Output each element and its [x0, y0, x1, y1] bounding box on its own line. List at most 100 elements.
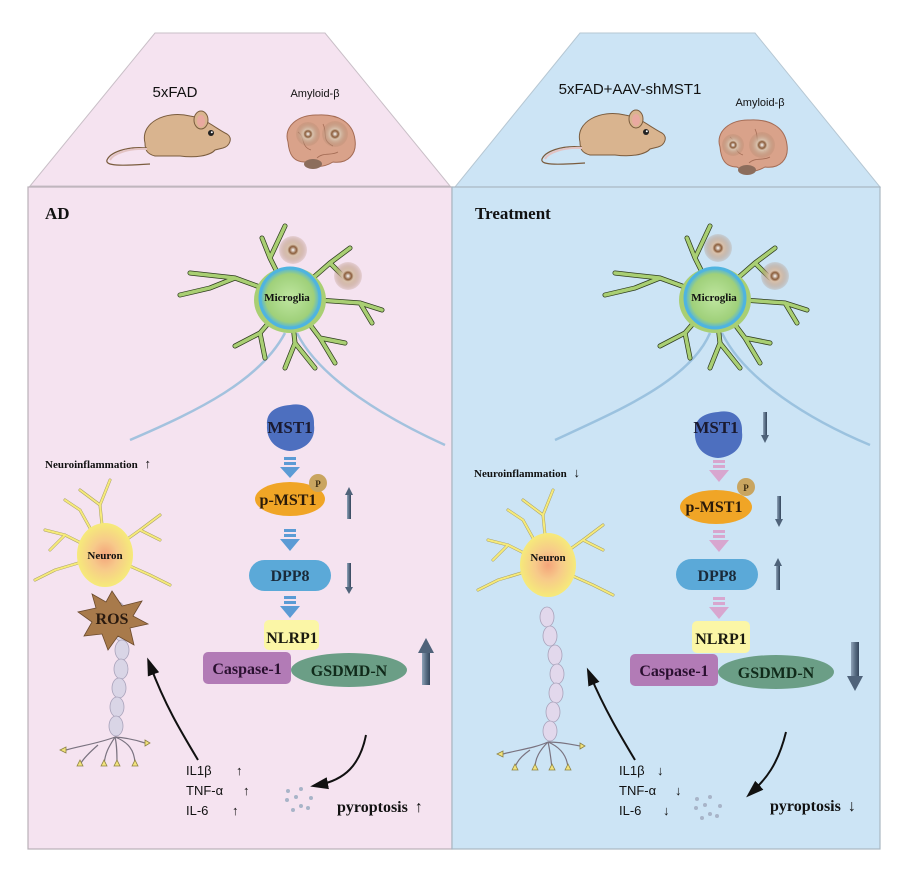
- dpp8-pill: [249, 560, 331, 591]
- ad-feedback-arrow: [147, 657, 199, 761]
- ad-amyloid-label: Amyloid-β: [290, 88, 339, 100]
- ad-cone-left: [129, 332, 287, 442]
- treatment-main-panel: [451, 186, 881, 850]
- treatment-mst1-label: MST1: [693, 418, 738, 437]
- ad-dpp8-trend-down-icon: [345, 563, 353, 594]
- treatment-panel: 5xFAD+AAV-shMST1 Amyloid-β Treatment: [451, 32, 882, 850]
- trend-arrow-icon: ↑: [236, 763, 243, 778]
- flow-arrow-icon: [280, 457, 300, 478]
- ad-cone-right: [295, 332, 446, 447]
- caspase1-box: [630, 654, 718, 686]
- p-mst1-oval: [255, 482, 325, 516]
- treatment-gsdmd-trend-down-icon: [847, 642, 863, 691]
- flow-arrow-icon: [280, 596, 300, 618]
- flow-arrow-icon: [709, 460, 729, 482]
- ad-neuron-label: Neuron: [87, 550, 122, 562]
- trend-arrow-icon: ↓: [675, 783, 682, 798]
- ros-label: ROS: [96, 611, 129, 628]
- treatment-top-trapezoid: [453, 32, 882, 188]
- phospho-icon: [309, 474, 327, 492]
- ad-nlrp1-label: NLRP1: [266, 630, 318, 647]
- treatment-release-arrow: [746, 731, 787, 798]
- treatment-dpp8-trend-up-icon: [774, 558, 782, 590]
- mst1-blob: [266, 404, 315, 451]
- treatment-pyroptosis-label: pyroptosis ↓: [770, 798, 856, 815]
- treatment-mst1-trend-down-icon: [761, 412, 769, 443]
- ad-gsdmd-label: GSDMD-N: [311, 663, 388, 680]
- treatment-microglia: [602, 223, 810, 371]
- nlrp1-box: [692, 621, 750, 653]
- ad-microglia: [177, 223, 385, 371]
- ad-panel: 5xFAD Amyloid-β AD: [27, 32, 453, 850]
- treatment-feedback-arrow: [586, 667, 636, 761]
- amyloid-plaque-icon: [761, 262, 789, 290]
- ad-neuron: [33, 478, 172, 587]
- treatment-neuron-label: Neuron: [530, 552, 565, 564]
- cytokine-item: TNF-α↓: [619, 783, 682, 798]
- treatment-caspase1-label: Caspase-1: [639, 663, 708, 680]
- trend-arrow-icon: ↓: [657, 763, 664, 778]
- treatment-axon: [539, 606, 565, 742]
- ad-neuroinflammation-label: Neuroinflammation ↑: [45, 456, 151, 471]
- treatment-nlrp1-label: NLRP1: [695, 631, 747, 648]
- mst1-blob: [694, 411, 743, 458]
- ad-top-trapezoid: [28, 32, 452, 187]
- cytokine-item: IL1β↓: [619, 763, 664, 778]
- cytokine-item: IL-6↓: [619, 803, 670, 818]
- ad-microglia-label: Microglia: [264, 292, 310, 304]
- brain-icon: [286, 114, 356, 169]
- brain-icon: [718, 119, 788, 175]
- treatment-pathway: MST1 P p-MST1 DPP8: [630, 411, 834, 689]
- ad-model-label: 5xFAD: [152, 84, 197, 101]
- ad-gsdmd-trend-up-icon: [418, 638, 434, 685]
- treatment-cytokine-list: IL1β↓ TNF-α↓ IL-6↓: [619, 763, 682, 818]
- ros-burst-icon: [77, 590, 150, 651]
- trend-arrow-icon: ↑: [144, 456, 151, 471]
- nlrp1-box: [264, 620, 319, 650]
- trend-arrow-icon: ↑: [243, 783, 250, 798]
- amyloid-plaque-icon: [704, 234, 732, 262]
- ad-cytokine-list: IL1β↑ TNF-α↑ IL-6↑: [186, 763, 250, 818]
- treatment-p-mst1-label: p-MST1: [686, 499, 743, 516]
- ad-pathway: MST1 P p-MST1 DPP8: [203, 404, 407, 687]
- treatment-neuron: [476, 488, 615, 597]
- trend-arrow-icon: ↓: [663, 803, 670, 818]
- ad-p-mst1-trend-up-icon: [345, 487, 353, 519]
- treatment-phospho-label: P: [743, 483, 749, 493]
- amyloid-plaque-icon: [279, 236, 307, 264]
- ad-cytokine-particles: [285, 787, 313, 812]
- treatment-cone-left: [554, 332, 712, 442]
- trend-arrow-icon: ↓: [848, 798, 856, 815]
- amyloid-plaque-icon: [334, 262, 362, 290]
- gsdmd-oval: [291, 653, 407, 687]
- ad-phospho-label: P: [315, 479, 321, 489]
- ad-mst1-label: MST1: [267, 418, 312, 437]
- p-mst1-oval: [680, 490, 752, 524]
- caspase1-box: [203, 652, 291, 684]
- treatment-neuroinflammation-label: Neuroinflammation ↓: [474, 465, 580, 480]
- treatment-cone-right: [720, 332, 871, 447]
- ad-caspase1-label: Caspase-1: [212, 661, 281, 678]
- gsdmd-oval: [718, 655, 834, 689]
- treatment-p-mst1-trend-down-icon: [775, 496, 783, 527]
- ad-release-arrow: [310, 734, 367, 790]
- flow-arrow-icon: [709, 597, 729, 619]
- mouse-icon: [541, 109, 666, 165]
- treatment-amyloid-label: Amyloid-β: [735, 97, 784, 109]
- phospho-icon: [737, 478, 755, 496]
- trend-arrow-icon: ↓: [573, 465, 580, 480]
- dpp8-pill: [676, 559, 758, 590]
- cytokine-item: IL-6↑: [186, 803, 239, 818]
- treatment-gsdmd-label: GSDMD-N: [738, 665, 815, 682]
- flow-arrow-icon: [709, 530, 729, 552]
- ad-dpp8-label: DPP8: [270, 568, 309, 585]
- trend-arrow-icon: ↑: [232, 803, 239, 818]
- treatment-dpp8-label: DPP8: [697, 568, 736, 585]
- ad-panel-title: AD: [45, 204, 70, 223]
- ad-pyroptosis-label: pyroptosis ↑: [337, 799, 423, 816]
- mouse-icon: [106, 110, 231, 166]
- ad-p-mst1-label: p-MST1: [260, 492, 317, 509]
- cytokine-item: IL1β↑: [186, 763, 243, 778]
- treatment-panel-title: Treatment: [475, 204, 551, 223]
